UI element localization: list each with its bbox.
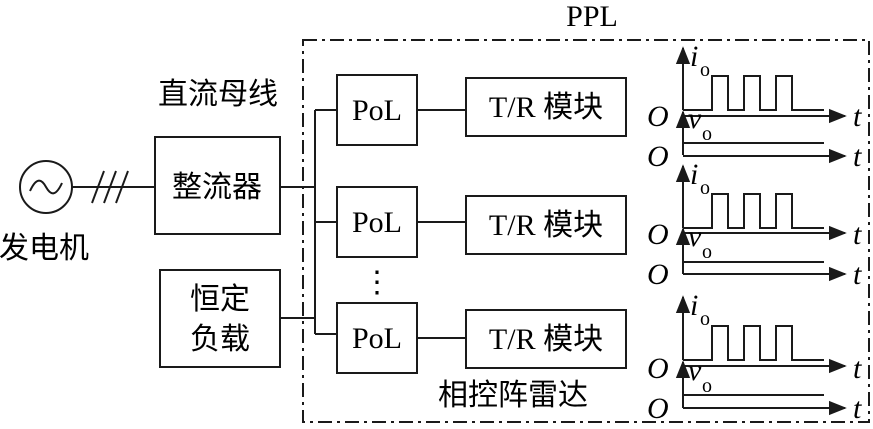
- rectifier-box: [154, 136, 281, 235]
- channel-1: PoL T/R 模块: [315, 74, 627, 146]
- time-label-1b: t: [853, 140, 862, 173]
- generator-label: 发电机: [0, 231, 89, 266]
- pol-label-3: PoL: [352, 322, 402, 355]
- origin-1a: O: [647, 100, 669, 133]
- voltage-symbol-3: v: [688, 354, 702, 387]
- generator: 发电机: [0, 160, 89, 266]
- waveform-3: i o O t v o O t: [647, 289, 862, 425]
- tr-module-box-1: [465, 77, 627, 137]
- waveform-1: i o O t v o O t: [647, 40, 862, 173]
- time-label-2a: t: [853, 218, 862, 251]
- origin-2a: O: [647, 218, 669, 251]
- three-phase-slashes-icon: [91, 170, 129, 204]
- time-label-3a: t: [853, 352, 862, 385]
- voltage-subscript-2: o: [702, 241, 712, 263]
- origin-1b: O: [647, 140, 669, 173]
- voltage-symbol-1: v: [688, 102, 702, 135]
- ppl-boundary: [302, 39, 870, 423]
- current-pulse-3: [683, 325, 824, 361]
- current-pulse-1: [683, 75, 824, 111]
- pol-label-2: PoL: [352, 206, 402, 239]
- current-symbol-3: i: [690, 289, 698, 322]
- time-label-1a: t: [853, 100, 862, 133]
- current-subscript-1: o: [700, 59, 710, 81]
- current-subscript-3: o: [700, 308, 710, 330]
- tr-module-label-2: T/R 模块: [489, 209, 603, 242]
- dc-bus-label: 直流母线: [158, 77, 278, 112]
- channel-2: PoL T/R 模块: [315, 186, 627, 258]
- ppl-label: PPL: [566, 0, 618, 33]
- current-pulse-2: [683, 193, 824, 229]
- tr-module-box-3: [465, 309, 627, 369]
- constant-load-label-1: 恒定: [190, 282, 250, 317]
- current-symbol-2: i: [690, 158, 698, 191]
- tr-module-label-1: T/R 模块: [489, 91, 603, 124]
- current-symbol-1: i: [690, 40, 698, 73]
- origin-3a: O: [647, 352, 669, 385]
- current-subscript-2: o: [700, 177, 710, 199]
- waveform-2: i o O t v o O t: [647, 158, 862, 291]
- channel-3: PoL T/R 模块: [315, 302, 627, 374]
- voltage-symbol-2: v: [688, 220, 702, 253]
- tr-module-box-2: [465, 195, 627, 255]
- pol-label-1: PoL: [352, 94, 402, 127]
- ac-wave-icon: [29, 179, 63, 195]
- voltage-subscript-3: o: [702, 375, 712, 397]
- voltage-subscript-1: o: [702, 123, 712, 145]
- channel-ellipsis: ⋮: [362, 266, 392, 299]
- tr-module-label-3: T/R 模块: [489, 323, 603, 356]
- time-label-2b: t: [853, 258, 862, 291]
- origin-2b: O: [647, 258, 669, 291]
- origin-3b: O: [647, 392, 669, 425]
- rectifier-label: 整流器: [172, 170, 262, 205]
- phased-array-radar-label: 相控阵雷达: [438, 378, 588, 413]
- time-label-3b: t: [853, 392, 862, 425]
- constant-load-label-2: 负载: [190, 322, 250, 357]
